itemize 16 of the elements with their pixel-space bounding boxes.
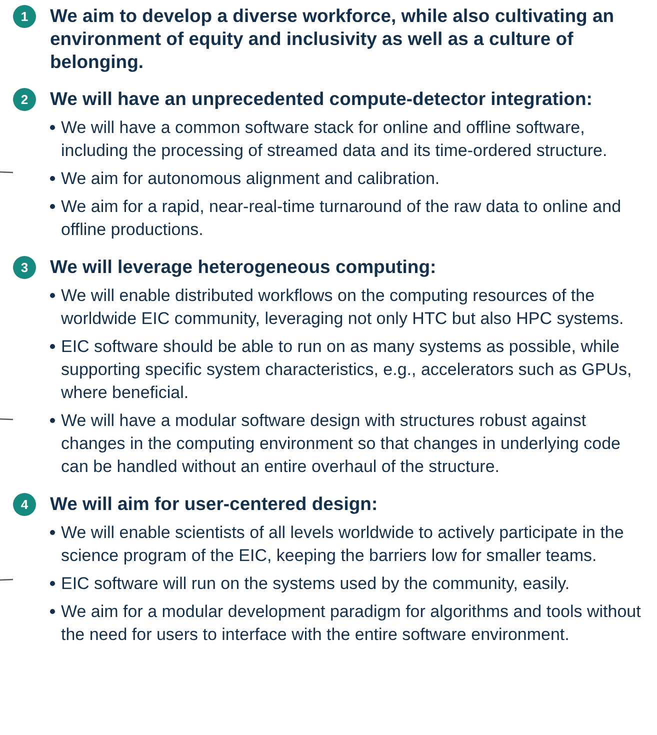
leader-line <box>0 418 14 420</box>
leader-line <box>0 171 14 174</box>
bullet-text: EIC software will run on the systems used by the community, easily. <box>61 573 571 595</box>
bullet-text: We will have a modular software design with structures robust against changes in the computing environment so that changes in underlying code can be handled without an entire overhaul of the structure. <box>61 410 622 478</box>
bullet-text: We will enable scientists of all levels worldwide to actively participate in the science program of the EIC, keeping the barriers low for smaller teams. <box>61 522 625 567</box>
bullet-text: We will enable distributed workflows on the computing resources of the worldwide EIC community, leveraging not only HTC but also HPC systems. <box>61 285 625 330</box>
bullet-text: We aim for a rapid, near-real-time turnaround of the raw data to online and offline productions. <box>61 196 622 241</box>
bullet-text: EIC software should be able to run on as many systems as possible, while supporting specific system characteristics, e.g., accelerators such as GPUs, where beneficial. <box>61 336 633 404</box>
bullet-text: We aim for a modular development paradigm for algorithms and tools without the need for users to interface with the entire software environment. <box>61 601 641 646</box>
section-heading: We will leverage heterogeneous computing: <box>50 255 438 278</box>
bullet-text: We aim for autonomous alignment and calibration. <box>61 168 441 190</box>
bullet-text: We will have a common software stack for online and offline software, including the processing of streamed data and its time-ordered structure. <box>61 117 608 162</box>
section-heading: We will aim for user-centered design: <box>50 492 379 515</box>
section-heading: We aim to develop a diverse workforce, while also cultivating an environment of equity and inclusivity as well as a culture of belonging. <box>50 4 616 73</box>
section-heading: We will have an unprecedented compute-detector integration: <box>50 87 594 110</box>
leader-line <box>0 578 14 581</box>
